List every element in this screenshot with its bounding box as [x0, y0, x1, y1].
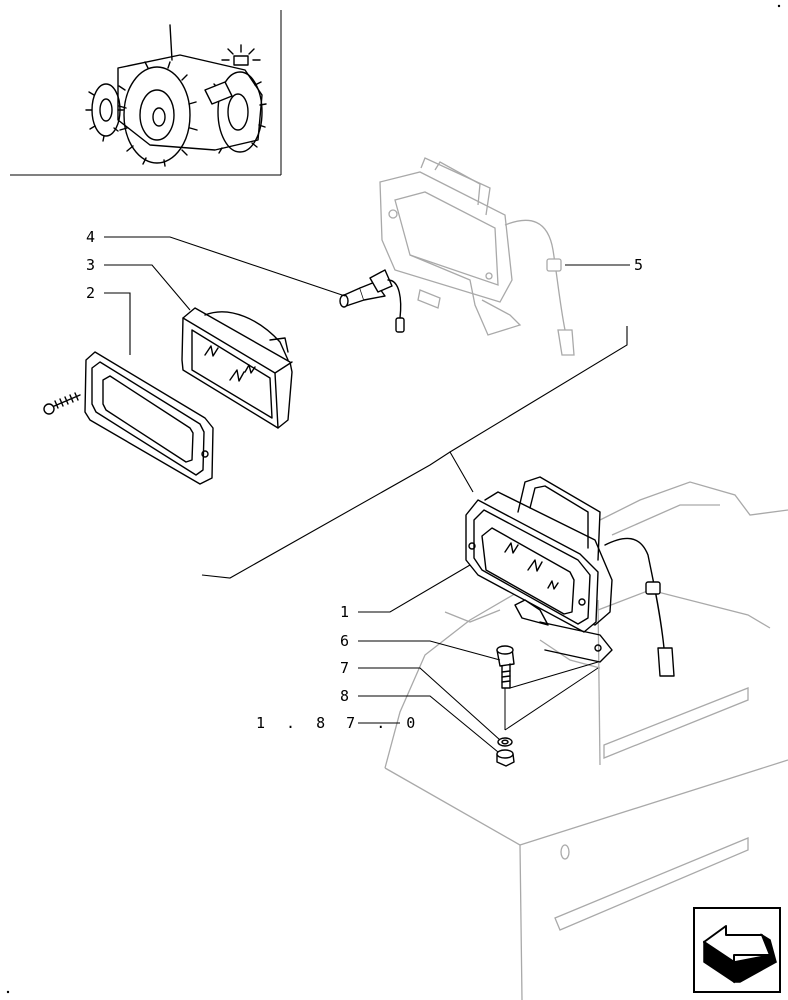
- callout-5: 5: [634, 256, 643, 274]
- callout-7: 7: [340, 659, 349, 677]
- callout-4: 4: [86, 228, 95, 246]
- back-arrow-icon: [703, 925, 778, 984]
- callout-8: 8: [340, 687, 349, 705]
- screw-icon: [43, 392, 81, 415]
- callout-2: 2: [86, 284, 95, 302]
- reference-label: 1 . 8 7 . 0: [256, 714, 421, 732]
- part-4-bulb: [339, 269, 405, 333]
- part-6-bolt: [496, 645, 515, 689]
- callout-1: 1: [340, 603, 349, 621]
- part-7-washer: [497, 737, 513, 747]
- leader-lines: [104, 236, 630, 753]
- part-8-nut: [496, 749, 515, 767]
- part-1-lamp-assembly: [465, 476, 675, 677]
- tractor-thumbnail: [10, 10, 282, 176]
- ghost-lamp-assembly: [379, 157, 575, 356]
- callout-6: 6: [340, 632, 349, 650]
- part-3-lens: [181, 307, 293, 429]
- highlight-rays-icon: [221, 44, 261, 66]
- back-arrow-button[interactable]: [693, 907, 781, 993]
- explode-bracket-lines: [201, 326, 628, 579]
- part-2-frame: [43, 351, 214, 485]
- callout-3: 3: [86, 256, 95, 274]
